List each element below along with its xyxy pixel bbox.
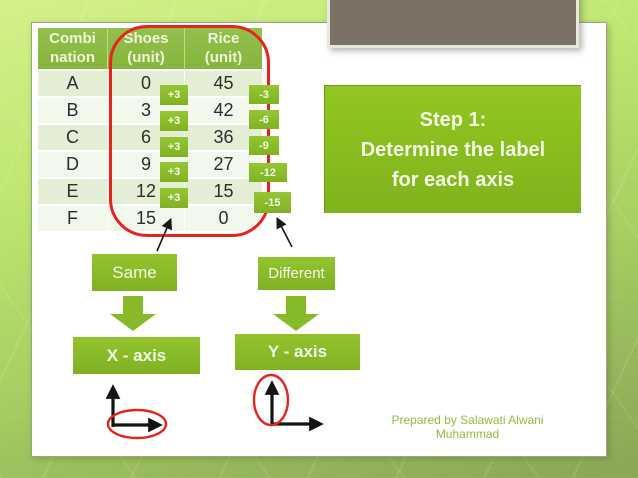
table-cell: A: [38, 71, 108, 98]
delta-badge-shoes: +3: [160, 162, 188, 182]
table-cell: D: [38, 152, 108, 179]
table-header-combination: Combi nation: [38, 28, 108, 71]
delta-badge-rice: -6: [249, 110, 279, 129]
footer-credit: Prepared by Salawati Alwani Muhammad: [391, 413, 544, 441]
delta-badge-rice: -12: [249, 163, 287, 182]
delta-badge-shoes: +3: [160, 137, 188, 157]
same-box: Same: [92, 254, 177, 291]
delta-badge-shoes: +3: [160, 188, 188, 208]
delta-badge-rice: -3: [249, 85, 279, 104]
table-cell: B: [38, 98, 108, 125]
y-axis-box: Y - axis: [235, 334, 360, 370]
delta-badge-rice: -15: [254, 192, 291, 213]
delta-badge-shoes: +3: [160, 111, 188, 131]
table-cell: F: [38, 206, 108, 233]
red-outline-annotation: [109, 25, 270, 237]
table-cell: E: [38, 179, 108, 206]
delta-badge-shoes: +3: [160, 85, 188, 105]
table-cell: C: [38, 125, 108, 152]
slide-top-decoration: [327, 0, 579, 48]
step-instruction-box: Step 1: Determine the label for each axi…: [324, 85, 581, 213]
x-axis-box: X - axis: [73, 337, 200, 374]
different-box: Different: [258, 257, 335, 290]
delta-badge-rice: -9: [249, 136, 279, 155]
